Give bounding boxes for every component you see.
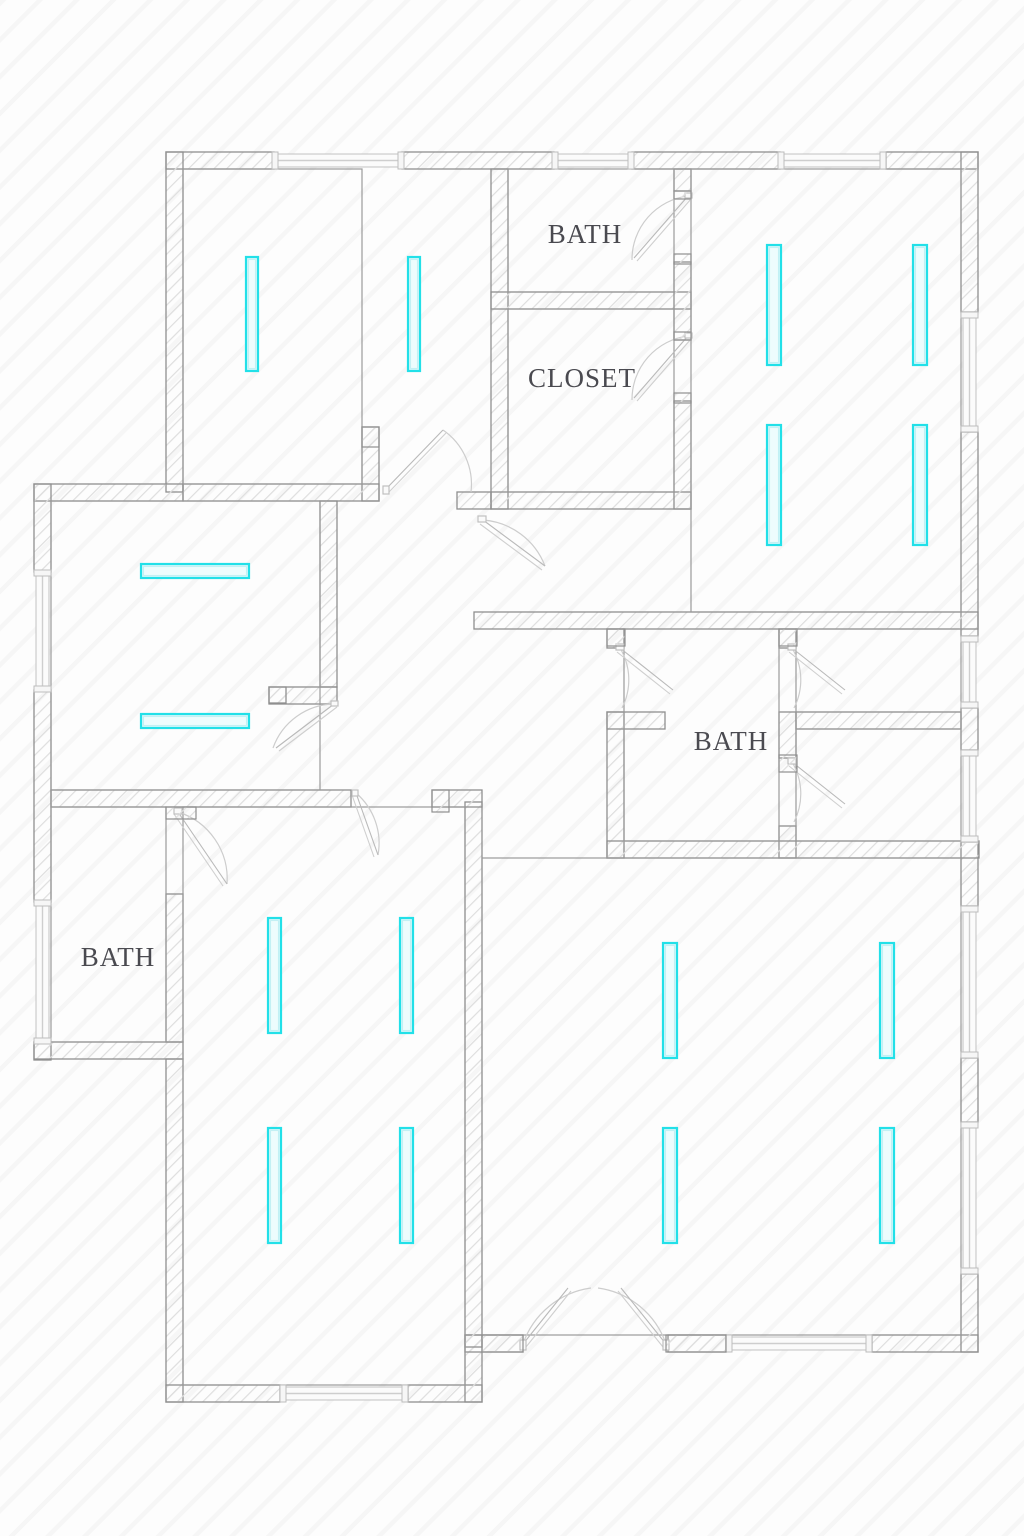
wall-closet-right-lower — [673, 400, 692, 510]
room-label-bath-lower-left: BATH — [81, 942, 156, 972]
window-top-3 — [777, 151, 887, 170]
wall-left-bottom-cap — [33, 1041, 184, 1060]
fixture-vertical-12 — [878, 941, 896, 1060]
pier-cb-ne — [778, 628, 798, 647]
fixture-horizontal-1 — [139, 562, 251, 580]
room-outline-cb-closet-a — [795, 628, 962, 713]
pier-hall-s — [431, 789, 450, 813]
fixture-vertical-5 — [765, 423, 783, 547]
door-piers-group — [165, 190, 798, 1353]
wall-right-seg-6 — [960, 1273, 979, 1353]
wall-bath-right-lower — [673, 261, 692, 341]
room-outline-bath-top — [507, 168, 675, 293]
wall-bath-closet-left — [490, 168, 509, 510]
wall-right-seg-5 — [960, 1057, 979, 1123]
door-hall-south — [351, 789, 380, 858]
window-top-1 — [271, 151, 405, 170]
wall-right-seg-2 — [960, 431, 979, 637]
fixture-vertical-10 — [398, 1126, 415, 1245]
room-outline-lower-left-bed — [182, 806, 466, 1386]
room-label-closet: CLOSET — [528, 363, 636, 393]
wall-ul-bedroom-bottom — [182, 483, 380, 502]
room-outline-cb-closet-b — [795, 728, 962, 842]
fixture-vertical-13 — [661, 1126, 679, 1245]
wall-left-upper — [33, 483, 52, 573]
pier-closet-2 — [673, 392, 692, 404]
wall-cb-right-divider — [795, 711, 962, 730]
pier-cb-nw — [606, 628, 626, 647]
fixture-vertical-11 — [661, 941, 679, 1060]
wall-cb-left-stub2 — [606, 711, 666, 730]
window-right-4 — [960, 905, 979, 1059]
wall-left-mid — [33, 689, 52, 903]
wall-closet-bottom — [490, 491, 692, 510]
window-right-5 — [960, 1121, 979, 1275]
fixture-vertical-3 — [765, 243, 783, 367]
window-bottom-right — [725, 1334, 873, 1353]
window-top-2 — [551, 151, 635, 170]
room-labels-layer: BATH CLOSET BATH BATH — [81, 219, 769, 972]
windows-group — [33, 151, 979, 1403]
wall-mid-left-right-upper — [319, 500, 338, 688]
wall-cb-left-stub — [606, 711, 625, 859]
door-hall-east — [477, 515, 546, 571]
wall-bath-right-upper — [673, 168, 692, 192]
room-outline-middle-left — [50, 500, 321, 791]
door-hall-north — [382, 429, 473, 495]
pier-hall-n — [361, 426, 380, 448]
pier-cb-se — [778, 754, 798, 773]
wall-bottom-seg-1 — [165, 1384, 281, 1403]
wall-hall-right-upper — [456, 491, 492, 510]
wall-upper-left-vertical — [165, 151, 184, 493]
fixture-vertical-7 — [266, 916, 283, 1035]
window-right-2 — [960, 635, 979, 709]
door-center-bath-nw — [615, 643, 674, 709]
wall-lower-left-vertical — [165, 1058, 184, 1403]
pier-bath-top2 — [673, 253, 692, 265]
wall-top-seg-3 — [631, 151, 781, 170]
wall-ll-bedroom-right — [464, 801, 483, 1348]
wall-mid-left-right-lower — [268, 686, 287, 704]
wall-left-jog-top — [33, 483, 184, 502]
wall-lll-bath-right — [165, 893, 184, 1043]
wall-mid-left-bottom — [50, 789, 352, 808]
wall-cb-bottom — [606, 840, 980, 859]
room-outline-center-bath — [623, 628, 780, 842]
fixtures-layer — [139, 243, 929, 1245]
fixture-vertical-8 — [398, 916, 415, 1035]
wall-top-seg-2 — [401, 151, 555, 170]
door-hall-west — [272, 700, 339, 752]
fixture-vertical-1 — [244, 255, 260, 373]
room-outline-lower-left-bath — [50, 806, 167, 1043]
door-patio-left — [519, 1287, 592, 1351]
wall-right-seg-3 — [960, 707, 979, 751]
fixture-vertical-9 — [266, 1126, 283, 1245]
fixture-vertical-2 — [406, 255, 422, 373]
fixture-horizontal-2 — [139, 712, 251, 730]
pier-bath-ll — [165, 806, 197, 820]
wall-bath-bottom — [490, 291, 692, 310]
window-bottom-left — [279, 1384, 409, 1403]
pier-closet-1 — [673, 331, 692, 341]
pier-bath-top — [673, 190, 692, 200]
window-left-2 — [33, 899, 52, 1045]
wall-ur-bedroom-bottom — [473, 611, 979, 630]
pier-patio-right — [665, 1334, 727, 1353]
window-left-1 — [33, 569, 52, 693]
room-label-bath-top: BATH — [548, 219, 623, 249]
wall-cb-mid-lower — [778, 711, 797, 759]
fixture-vertical-6 — [911, 423, 929, 547]
pier-patio-left — [481, 1334, 524, 1353]
door-center-bath-ne — [787, 643, 846, 709]
room-outline-upper-right — [690, 168, 962, 613]
wall-right-seg-1 — [960, 151, 979, 313]
room-label-bath-center: BATH — [694, 726, 769, 756]
window-right-1 — [960, 311, 979, 433]
fixture-vertical-4 — [911, 243, 929, 367]
fixture-vertical-14 — [878, 1126, 896, 1245]
window-right-3 — [960, 749, 979, 843]
